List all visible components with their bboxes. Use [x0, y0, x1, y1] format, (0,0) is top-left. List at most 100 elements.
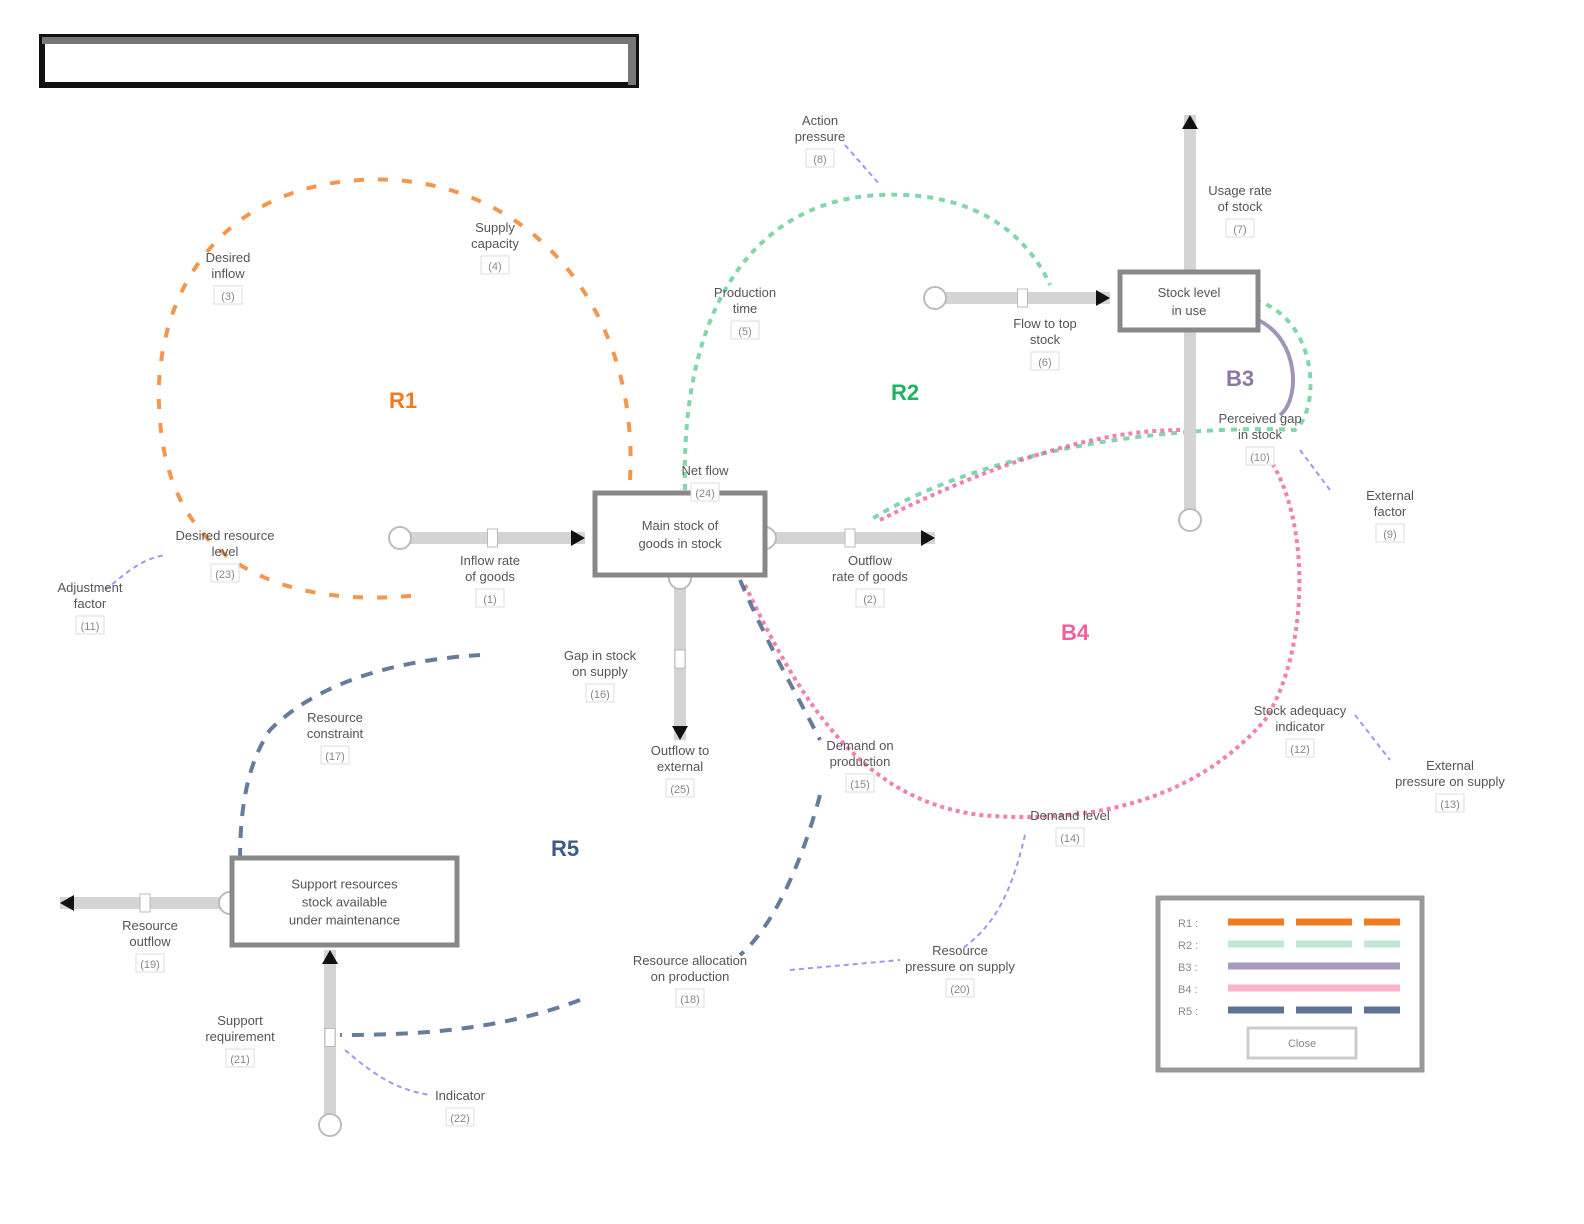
flow-arrow-icon	[672, 726, 688, 740]
variable-label: external	[657, 759, 703, 774]
variable-label: requirement	[205, 1029, 275, 1044]
loop-b4-link	[743, 428, 1302, 820]
dependency-link	[959, 834, 1026, 951]
stock-label: under maintenance	[289, 913, 400, 928]
variable-tag: (23)	[215, 569, 235, 581]
variable-label: Production	[714, 285, 776, 300]
variable-label: Demand level	[1030, 808, 1110, 823]
legend: R1 :R2 :B3 :B4 :R5 :Close	[1155, 895, 1425, 1073]
flow-arrow-icon	[60, 895, 74, 911]
variable-label: Adjustment	[57, 580, 122, 595]
variable-tag: (13)	[1440, 799, 1460, 811]
stock-label: Main stock of	[642, 518, 719, 533]
valve-icon[interactable]	[844, 528, 856, 548]
variable-tag: (16)	[590, 689, 610, 701]
variable-label: indicator	[1275, 719, 1325, 734]
variable-label: time	[733, 301, 758, 316]
variable-label: stock	[1030, 332, 1061, 347]
variable[interactable]: Net flow(24)	[682, 463, 730, 502]
stock-label: in use	[1172, 303, 1207, 318]
variable-label: factor	[74, 596, 107, 611]
variable-label: Usage rate	[1208, 183, 1272, 198]
variable-label: Net flow	[682, 463, 730, 478]
variable-tag: (10)	[1250, 452, 1270, 464]
stock-top-right[interactable]: Stock level in use	[1117, 269, 1261, 333]
legend-label: R2 :	[1178, 940, 1198, 952]
stock-label: stock available	[302, 895, 387, 910]
legend-label: B3 :	[1178, 962, 1198, 974]
valve-icon[interactable]	[674, 649, 686, 669]
variable-tag: (11)	[81, 621, 100, 633]
variable-tag: (20)	[950, 984, 970, 996]
variable-tag: (9)	[1383, 529, 1396, 541]
variable[interactable]: Demand level (14)	[1030, 808, 1110, 847]
dependency-link	[1354, 714, 1391, 761]
variable-label: rate of goods	[832, 569, 908, 584]
cloud-icon	[923, 286, 947, 310]
legend-close-button[interactable]: Close	[1246, 1026, 1358, 1060]
variable-label: Desired	[206, 250, 251, 265]
variable-label: External	[1366, 488, 1414, 503]
variable-label: production	[830, 754, 891, 769]
variable-label: Gap in stock	[564, 648, 637, 663]
variable-label: Flow to top	[1013, 316, 1077, 331]
valve-icon[interactable]	[1017, 288, 1028, 308]
variable-label: factor	[1374, 504, 1407, 519]
legend-label: R1 :	[1178, 918, 1198, 930]
variable-label: External	[1426, 758, 1474, 773]
title-box	[39, 34, 639, 88]
variable-label: pressure	[795, 129, 846, 144]
variable-tag: (3)	[221, 291, 234, 303]
cloud-icon	[1178, 508, 1202, 532]
stock-label: Stock level	[1158, 285, 1221, 300]
loop-r1-link	[156, 177, 633, 600]
variable[interactable]: Indicator(22)	[435, 1088, 486, 1127]
variable-label: level	[212, 544, 239, 559]
variable-tag: (7)	[1233, 224, 1246, 236]
variable-label: Resource	[307, 710, 363, 725]
loop-label-b3: B3	[1226, 366, 1254, 391]
valve-icon[interactable]	[324, 1028, 336, 1047]
variable-label: Inflow rate	[460, 553, 520, 568]
valve-icon[interactable]	[139, 893, 151, 913]
variable-tag: (18)	[680, 994, 700, 1006]
variable-label: constraint	[307, 726, 364, 741]
loop-label-r2: R2	[891, 380, 919, 405]
variable-label: Indicator	[435, 1088, 486, 1103]
dependency-link	[844, 144, 881, 186]
variable-tag: (19)	[140, 959, 160, 971]
variable-tag: (1)	[483, 594, 496, 606]
variable-label: Outflow to	[651, 743, 710, 758]
variable-label: Supply	[475, 220, 515, 235]
variable-tag: (14)	[1060, 833, 1080, 845]
dependency-link	[344, 1049, 431, 1096]
loop-label-r5: R5	[551, 836, 579, 861]
variable-label: pressure on supply	[905, 959, 1015, 974]
valve-icon[interactable]	[487, 528, 498, 548]
dependency-link	[104, 554, 166, 591]
